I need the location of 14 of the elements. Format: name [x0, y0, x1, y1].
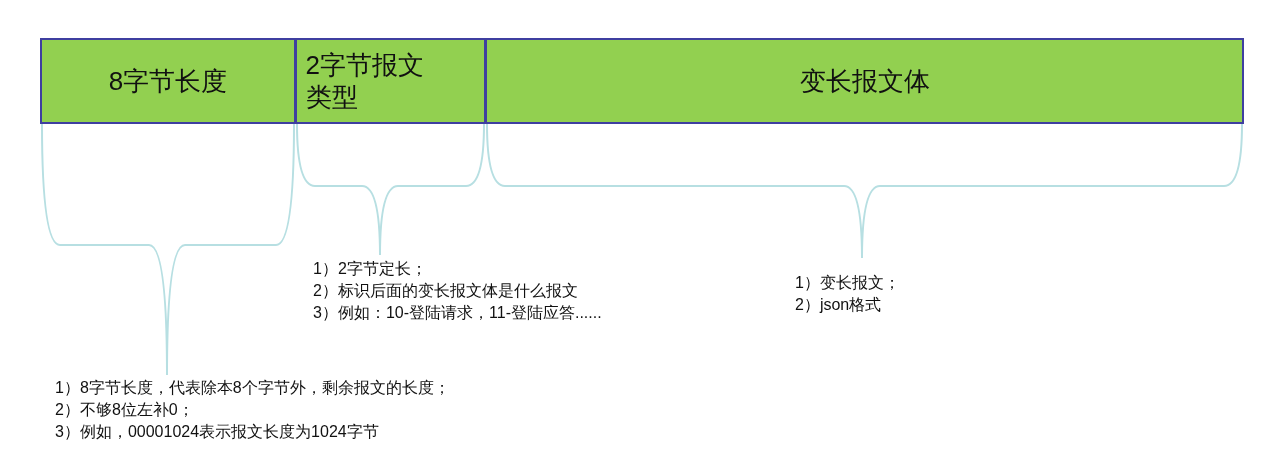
field-box [485, 38, 1244, 124]
note-text: 3）例如：10-登陆请求，11-登陆应答...... [313, 303, 602, 323]
note-text: 2）不够8位左补0； [55, 400, 195, 420]
note-text: 1）变长报文； [795, 273, 900, 293]
field-box [40, 38, 296, 124]
field-label: 变长报文体 [799, 64, 930, 98]
note-text: 2）标识后面的变长报文体是什么报文 [313, 281, 579, 301]
field-box [295, 38, 486, 124]
note-text: 1）8字节长度，代表除本8个字节外，剩余报文的长度； [55, 378, 450, 398]
note-text: 1）2字节定长； [313, 259, 428, 279]
note-text: 2）json格式 [795, 295, 883, 315]
field-label: 8字节长度 [108, 64, 228, 98]
note-text: 3）例如，00001024表示报文长度为1024字节 [55, 422, 380, 442]
field-label: 2字节报文类型 [305, 49, 425, 113]
